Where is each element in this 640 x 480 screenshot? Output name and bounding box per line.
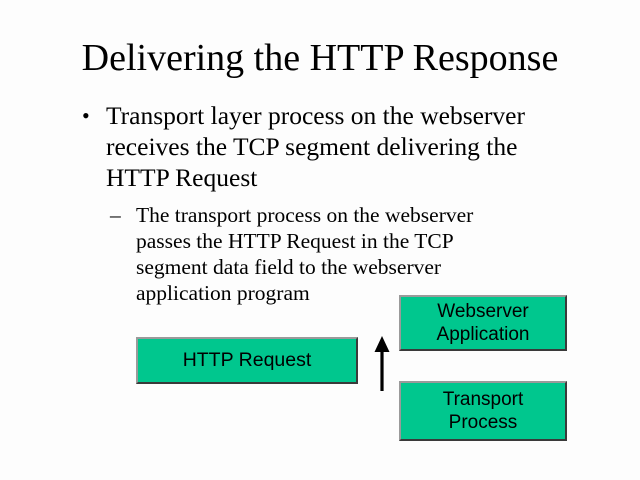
diagram-box-transport-process-label: Transport Process [442, 389, 524, 433]
diagram-box-http-request: HTTP Request [136, 337, 358, 384]
bullet-level1: • Transport layer process on the webserv… [78, 100, 598, 193]
slide-body: • Transport layer process on the webserv… [78, 100, 598, 306]
bullet-marker-dot: • [82, 103, 90, 128]
diagram-box-webserver-application: Webserver Application [399, 295, 567, 351]
bullet-level2: – The transport process on the webserver… [110, 202, 598, 306]
diagram-box-http-request-label: HTTP Request [182, 349, 312, 371]
diagram-box-webserver-application-label: Webserver Application [436, 301, 530, 345]
page-title: Delivering the HTTP Response [81, 37, 559, 79]
bullet-level1-text: Transport layer process on the webserver… [106, 101, 525, 192]
bullet-marker-dash: – [110, 203, 121, 227]
arrow-up-icon [374, 336, 390, 391]
diagram-box-transport-process: Transport Process [399, 381, 567, 441]
bullet-level2-text: The transport process on the webserver p… [136, 203, 474, 305]
